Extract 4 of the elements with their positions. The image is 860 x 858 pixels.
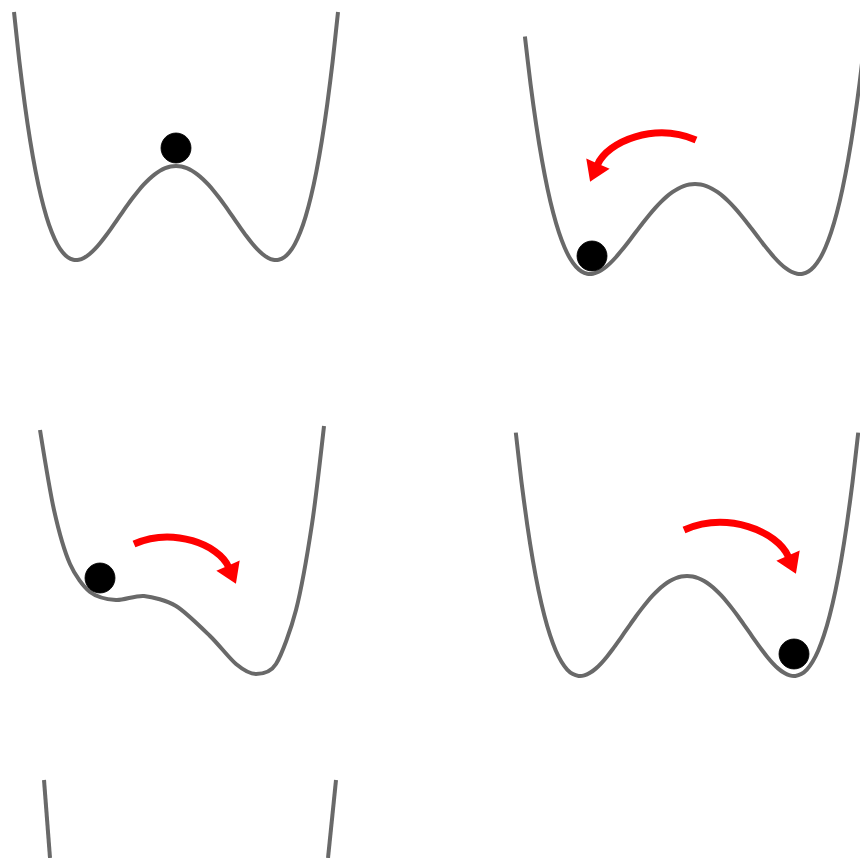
ball	[160, 132, 192, 164]
ball	[778, 638, 810, 670]
ball	[84, 562, 116, 594]
ball	[576, 240, 608, 272]
